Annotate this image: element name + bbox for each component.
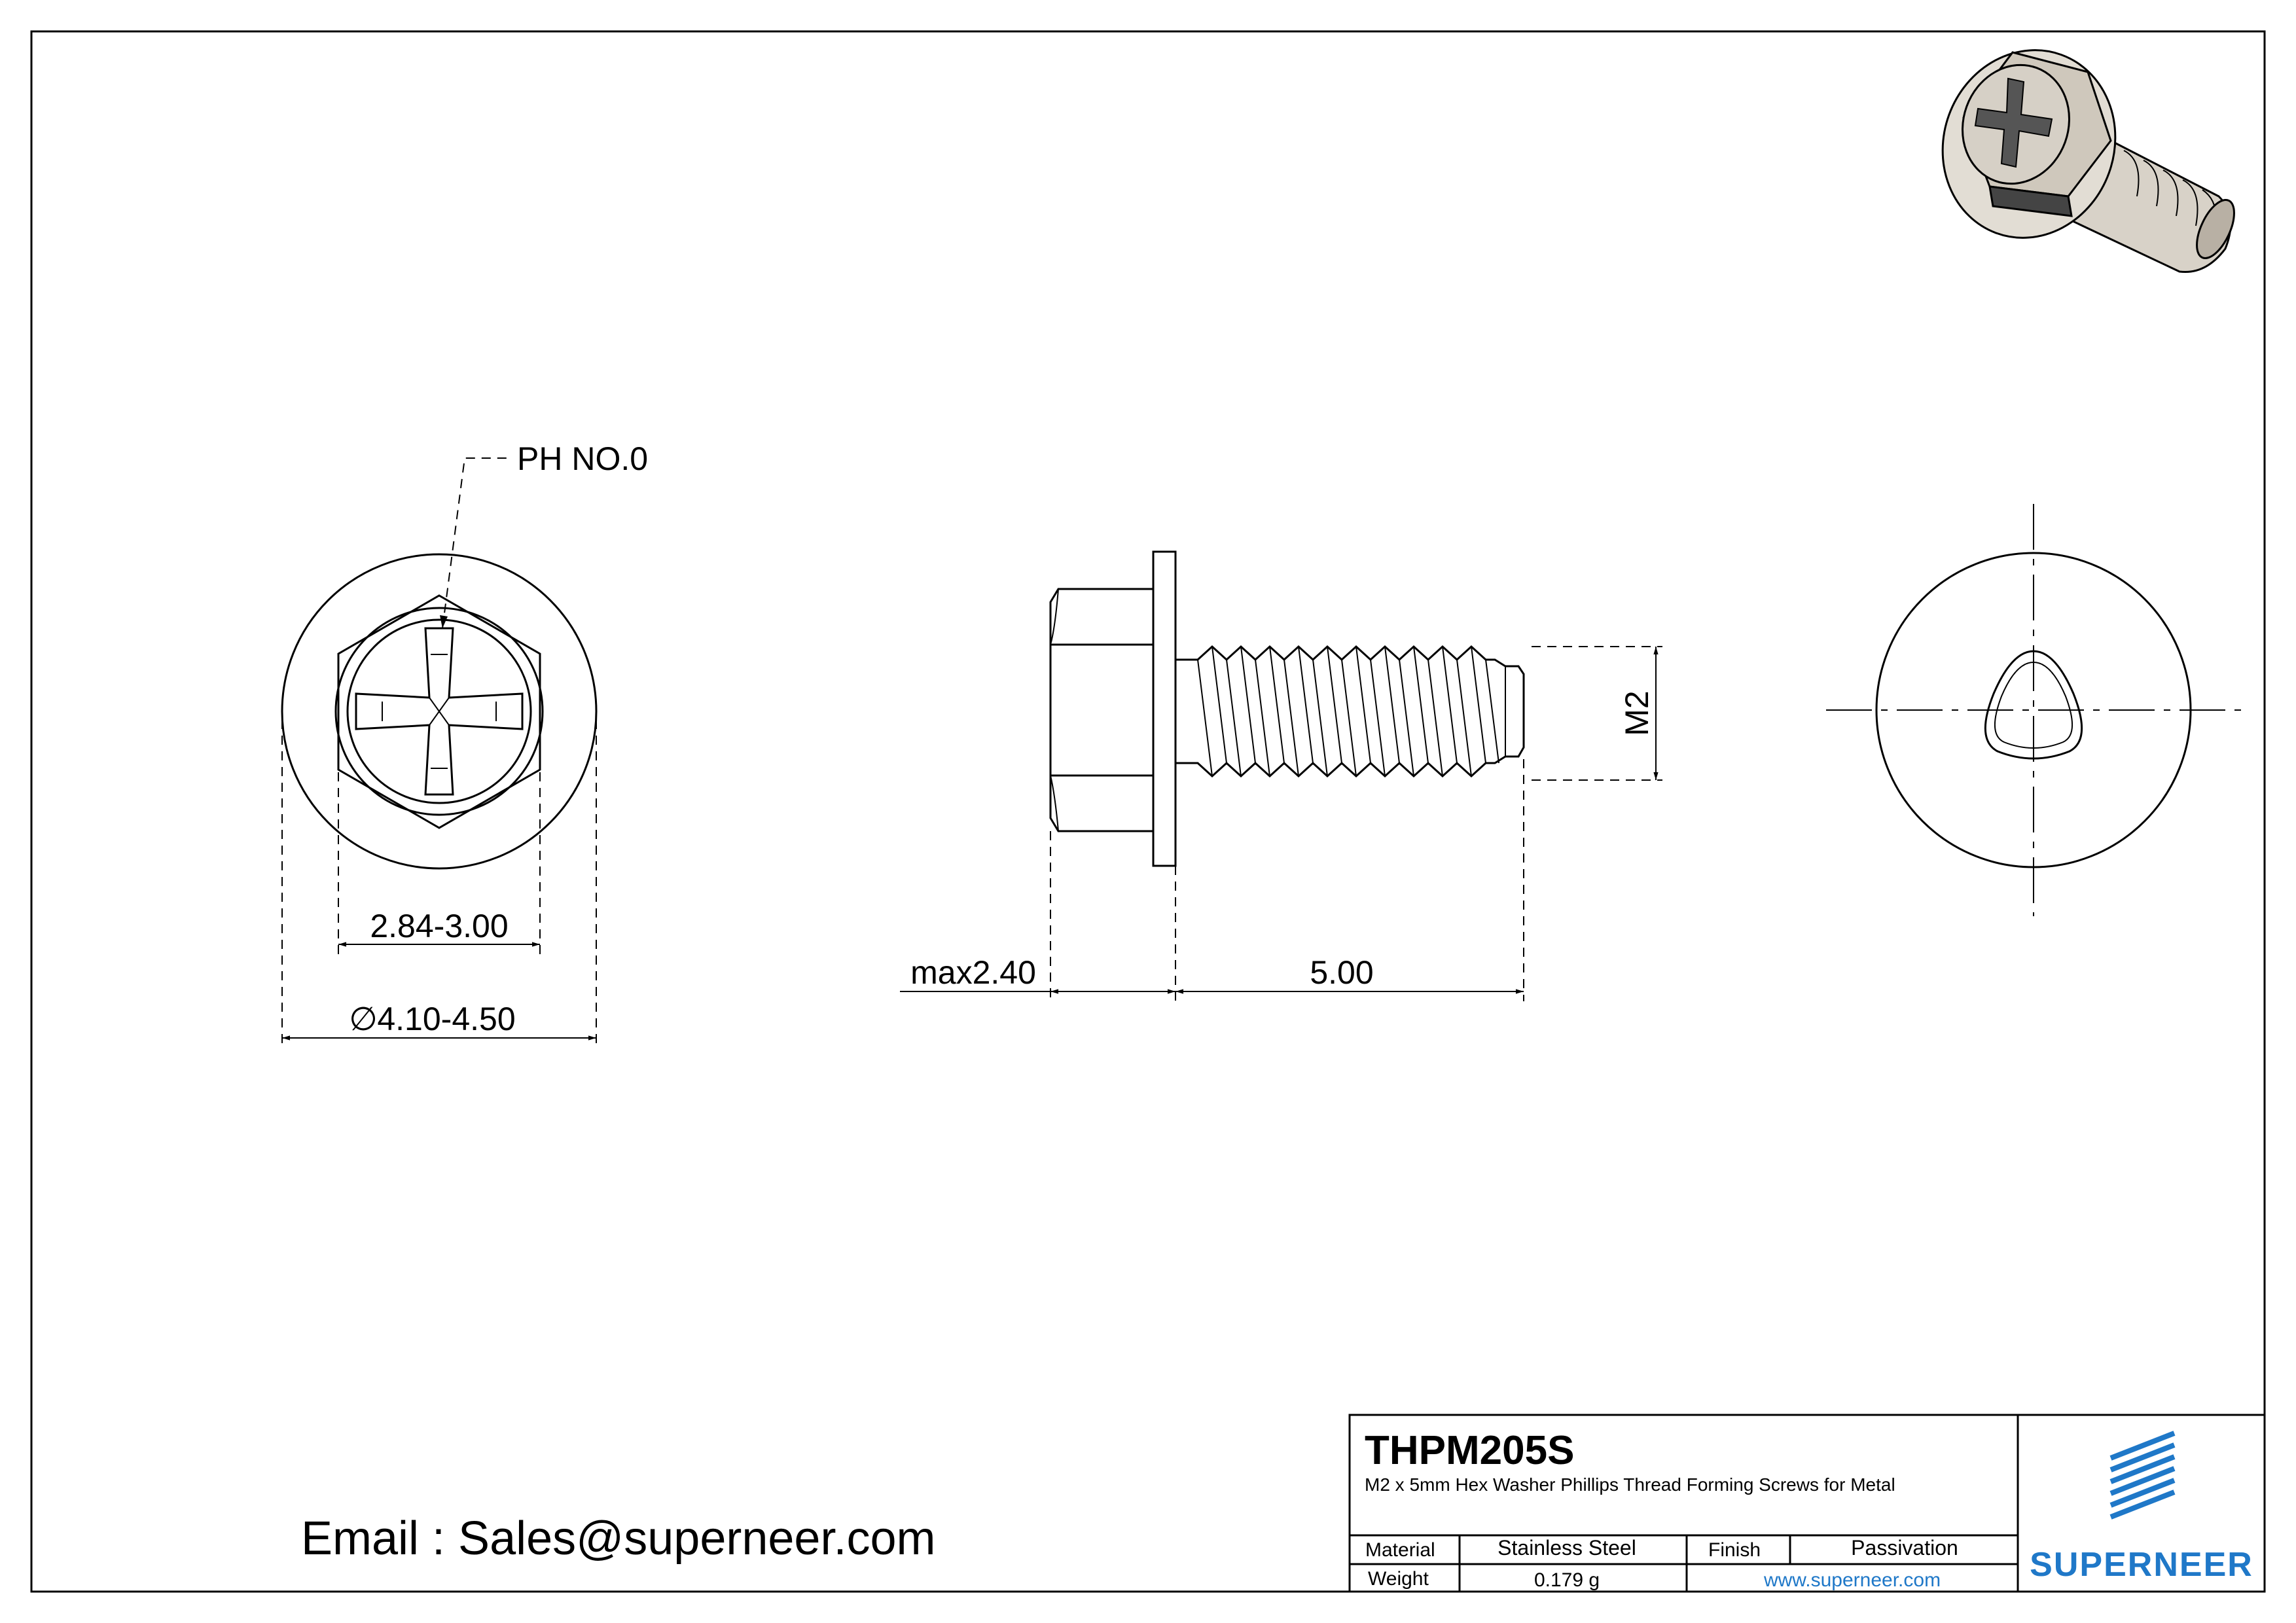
logo-icon xyxy=(2109,1431,2176,1520)
finish-label: Finish xyxy=(1708,1539,1761,1561)
dim-thread: M2 xyxy=(1619,690,1655,736)
end-view xyxy=(1826,504,2242,916)
contact-email: Email : Sales@superneer.com xyxy=(301,1512,936,1565)
head-circle-outer xyxy=(334,607,544,816)
dim-hex-width: 2.84-3.00 xyxy=(370,908,508,944)
part-number: THPM205S xyxy=(1365,1428,1574,1473)
website-link[interactable]: www.superneer.com xyxy=(1763,1569,1941,1591)
ph-callout: PH NO.0 xyxy=(517,440,648,477)
finish-value: Passivation xyxy=(1851,1536,1958,1560)
tri-lobular-inner xyxy=(1994,661,2073,749)
title-block: THPM205S M2 x 5mm Hex Washer Phillips Th… xyxy=(1348,1414,2266,1593)
weight-value: 0.179 g xyxy=(1534,1569,1600,1591)
washer-flange-side xyxy=(1152,550,1177,867)
sheet-border xyxy=(30,30,2266,1593)
material-value: Stainless Steel xyxy=(1498,1536,1636,1560)
side-view: max2.40 5.00 M2 xyxy=(900,550,1662,1001)
brand-name: SUPERNEER xyxy=(2030,1546,2253,1584)
diameter-symbol: ∅ xyxy=(349,1001,378,1037)
part-description: M2 x 5mm Hex Washer Phillips Thread Form… xyxy=(1365,1474,1895,1495)
hex-head-side xyxy=(1049,588,1155,832)
washer-outline xyxy=(281,553,598,870)
head-circle-inner xyxy=(346,618,532,804)
weight-label: Weight xyxy=(1368,1568,1429,1590)
title-block-frame xyxy=(1348,1414,2266,1593)
dim-length: 5.00 xyxy=(1310,954,1373,991)
iso-render xyxy=(1941,49,2235,274)
thread-helix xyxy=(1197,659,1499,777)
tri-lobular-outer xyxy=(1984,650,2083,760)
dim-max-head: max2.40 xyxy=(910,954,1036,991)
thread-shank xyxy=(1175,645,1525,778)
top-view: PH NO.0 2.84-3.00 ∅ 4.10-4.50 xyxy=(281,440,648,1047)
dim-diameter: 4.10-4.50 xyxy=(377,1001,515,1037)
hex-outline xyxy=(337,594,541,829)
material-label: Material xyxy=(1365,1539,1435,1561)
iso-phillips xyxy=(1974,77,2053,168)
